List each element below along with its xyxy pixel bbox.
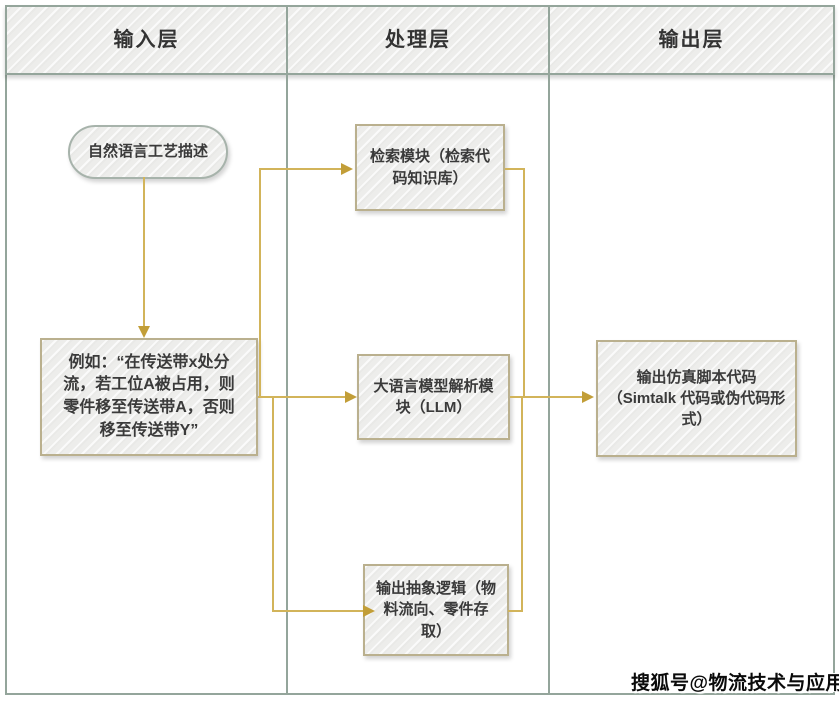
lane-title-processing-layer: 处理层 (385, 29, 451, 51)
node-label-line: 流，若工位A被占用，则 (63, 376, 235, 394)
connector-example-to-llm (258, 396, 347, 398)
connector-branch-down-vertical (272, 396, 274, 612)
node-llm-parsing-module: 大语言模型解析模 块（LLM） (357, 354, 510, 440)
connector-retrieval-out-vertical (523, 168, 525, 397)
node-label-line: 移至传送带Y” (99, 421, 199, 439)
node-retrieval-module: 检索模块（检索代 码知识库） (355, 124, 505, 211)
arrowhead-right-icon (363, 605, 375, 617)
node-label-line: 零件移至传送带A，否则 (63, 399, 235, 416)
arrowhead-right-icon (341, 163, 353, 175)
node-abstract-logic-output: 输出抽象逻辑（物 料流向、零件存 取） (363, 564, 509, 656)
arrowhead-right-icon (345, 391, 357, 403)
lane-divider (548, 5, 550, 695)
connector-abstract-out-horizontal (508, 610, 523, 612)
node-label: 自然语言工艺描述 (87, 143, 208, 161)
node-label-line: 大语言模型解析模 (373, 377, 494, 395)
connector-branch-to-retrieval (259, 168, 343, 170)
node-label-line: 检索模块（检索代 (369, 148, 490, 166)
node-label-line: 输出仿真脚本代码 (636, 368, 757, 386)
node-label-line: 输出抽象逻辑（物 (375, 580, 496, 598)
node-label-line: 块（LLM） (395, 399, 472, 416)
node-label-line: （Simtalk 代码或伪代码形 (607, 389, 786, 407)
lane-title-output-layer: 输出层 (658, 29, 725, 51)
connector-branch-up-vertical (259, 168, 261, 398)
node-label-line: 取） (420, 622, 451, 640)
node-label-line: 码知识库） (392, 169, 468, 187)
lane-title-input-layer: 输入层 (113, 29, 180, 51)
node-example-process-text: 例如：“在传送带x处分 流，若工位A被占用，则 零件移至传送带A，否则 移至传送… (40, 338, 258, 456)
arrowhead-right-icon (582, 391, 594, 403)
sohu-watermark: 搜狐号@物流技术与应用 (631, 673, 839, 694)
connector-llm-to-output (510, 396, 584, 398)
connector-nl-to-example (143, 177, 145, 327)
lane-divider (286, 5, 288, 695)
node-label-line: 料流向、零件存 (383, 601, 489, 619)
connector-branch-to-abstract-logic (272, 610, 364, 612)
swimlane-header-band (5, 5, 835, 75)
arrowhead-down-icon (138, 326, 150, 338)
node-label-line: 例如：“在传送带x处分 (68, 353, 230, 371)
node-label-line: 式） (681, 411, 712, 429)
node-simulation-script-output: 输出仿真脚本代码 （Simtalk 代码或伪代码形 式） (596, 340, 797, 457)
node-natural-language-description: 自然语言工艺描述 (68, 125, 228, 179)
connector-retrieval-out-horizontal (505, 168, 525, 170)
connector-abstract-out-vertical (521, 397, 523, 612)
